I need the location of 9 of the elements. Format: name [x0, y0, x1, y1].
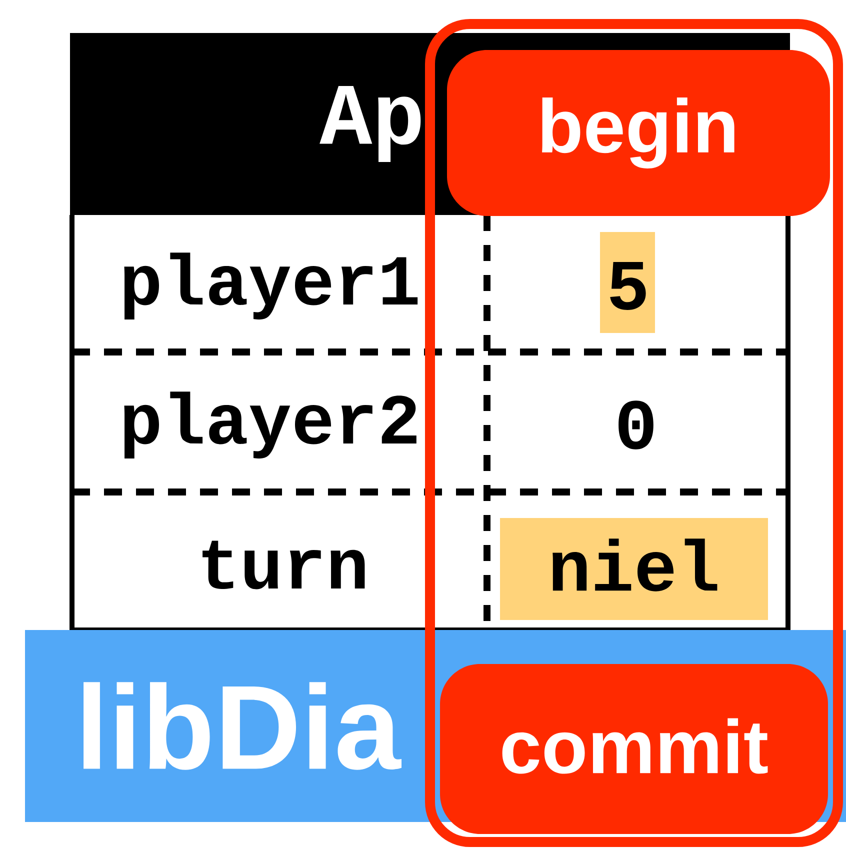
row-label: player1	[124, 252, 418, 320]
begin-button: begin	[447, 50, 830, 216]
commit-button: commit	[440, 664, 828, 834]
highlighted-value: niel	[500, 518, 768, 620]
transaction-frame	[425, 19, 843, 847]
highlighted-value: 5	[600, 232, 655, 333]
row-label: turn	[202, 540, 365, 590]
cell-value: 0	[618, 400, 654, 450]
row-label: player2	[124, 392, 416, 458]
